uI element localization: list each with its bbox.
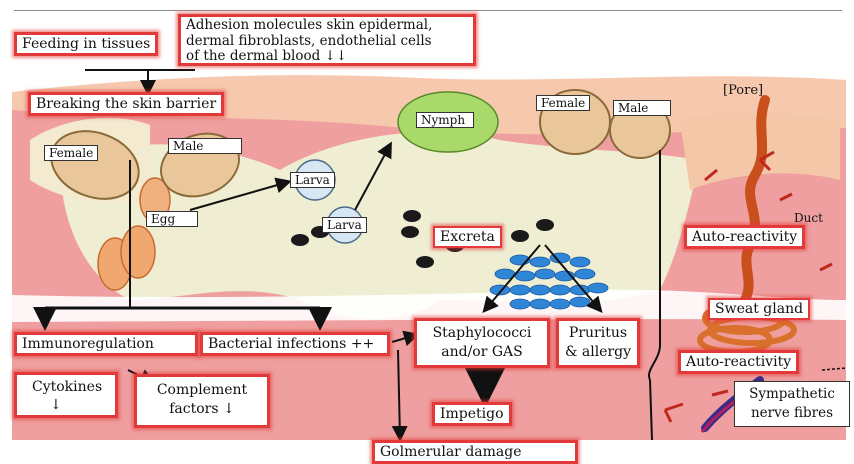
- impetigo-box: Impetigo: [432, 402, 512, 426]
- male-label-left: Male: [168, 138, 242, 154]
- nymph-label: Nymph: [416, 112, 474, 128]
- cytokines-line-1: Cytokines: [22, 378, 110, 396]
- complement-factors-box: Complement factors ↓: [134, 374, 270, 428]
- glomerular-damage-box: Golmerular damage: [372, 440, 578, 464]
- cytokines-box: Cytokines ↓: [14, 372, 118, 418]
- adhesion-line-1: Adhesion molecules skin epidermal,: [186, 18, 468, 34]
- larva-label-bottom: Larva: [322, 217, 367, 233]
- female-label-left: Female: [44, 145, 98, 161]
- sympathetic-line-2: nerve fibres: [739, 404, 845, 423]
- sweat-gland-box: Sweat gland: [708, 298, 810, 320]
- staph-line-2: and/or GAS: [422, 343, 542, 362]
- egg-label: Egg: [146, 211, 198, 227]
- male-label-right: Male: [613, 100, 671, 116]
- pruritus-line-1: Pruritus: [564, 324, 632, 343]
- feeding-in-tissues-box: Feeding in tissues: [14, 32, 158, 56]
- auto-reactivity-box-2: Auto-reactivity: [678, 350, 799, 374]
- complement-line-2: factors ↓: [142, 400, 262, 419]
- breaking-skin-barrier-box: Breaking the skin barrier: [28, 92, 224, 116]
- staph-line-1: Staphylococci: [422, 324, 542, 343]
- duct-label: Duct: [794, 211, 823, 225]
- pore-text: Pore: [728, 83, 758, 98]
- pruritus-box: Pruritus & allergy: [556, 318, 640, 368]
- adhesion-line-3: of the dermal blood ↓↓: [186, 49, 468, 65]
- adhesion-molecules-box: Adhesion molecules skin epidermal, derma…: [178, 14, 476, 66]
- pruritus-line-2: & allergy: [564, 343, 632, 362]
- pore-label: [Pore]: [723, 83, 763, 98]
- sympathetic-line-1: Sympathetic: [739, 385, 845, 404]
- immunoregulation-box: Immunoregulation: [14, 332, 198, 356]
- female-label-right: Female: [536, 95, 590, 111]
- complement-line-1: Complement: [142, 381, 262, 400]
- cytokines-line-2: ↓: [22, 396, 110, 414]
- sympathetic-nerve-box: Sympathetic nerve fibres: [734, 381, 850, 427]
- adhesion-line-2: dermal fibroblasts, endothelial cells: [186, 34, 468, 50]
- bacterial-infections-box: Bacterial infections ++: [200, 332, 390, 356]
- staphylococci-box: Staphylococci and/or GAS: [414, 318, 550, 368]
- auto-reactivity-box-1: Auto-reactivity: [684, 225, 805, 249]
- larva-label-top: Larva: [290, 172, 335, 188]
- egg-shape: [121, 226, 155, 278]
- excreta-box: Excreta: [433, 226, 502, 248]
